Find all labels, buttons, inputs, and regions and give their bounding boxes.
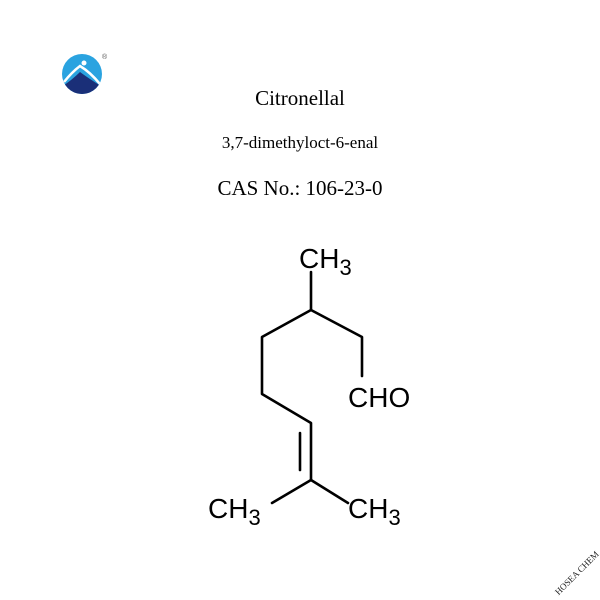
brand-logo: ®: [62, 53, 108, 94]
bond-chain: [309, 270, 364, 378]
bond-left-methyl: [270, 478, 313, 505]
compound-name: Citronellal: [255, 86, 345, 110]
cas-number: CAS No.: 106-23-0: [217, 176, 383, 200]
bond-right-methyl: [309, 478, 350, 505]
bond-chain-left: [260, 308, 313, 482]
left-methyl-label: CH3: [208, 493, 261, 530]
top-methyl-label: CH3: [299, 243, 352, 280]
right-methyl-label: CH3: [348, 493, 401, 530]
bonds: [260, 270, 364, 505]
iupac-name: 3,7-dimethyloct-6-enal: [221, 133, 379, 152]
aldehyde-label: CHO: [348, 382, 410, 413]
registered-mark: ®: [102, 53, 108, 61]
